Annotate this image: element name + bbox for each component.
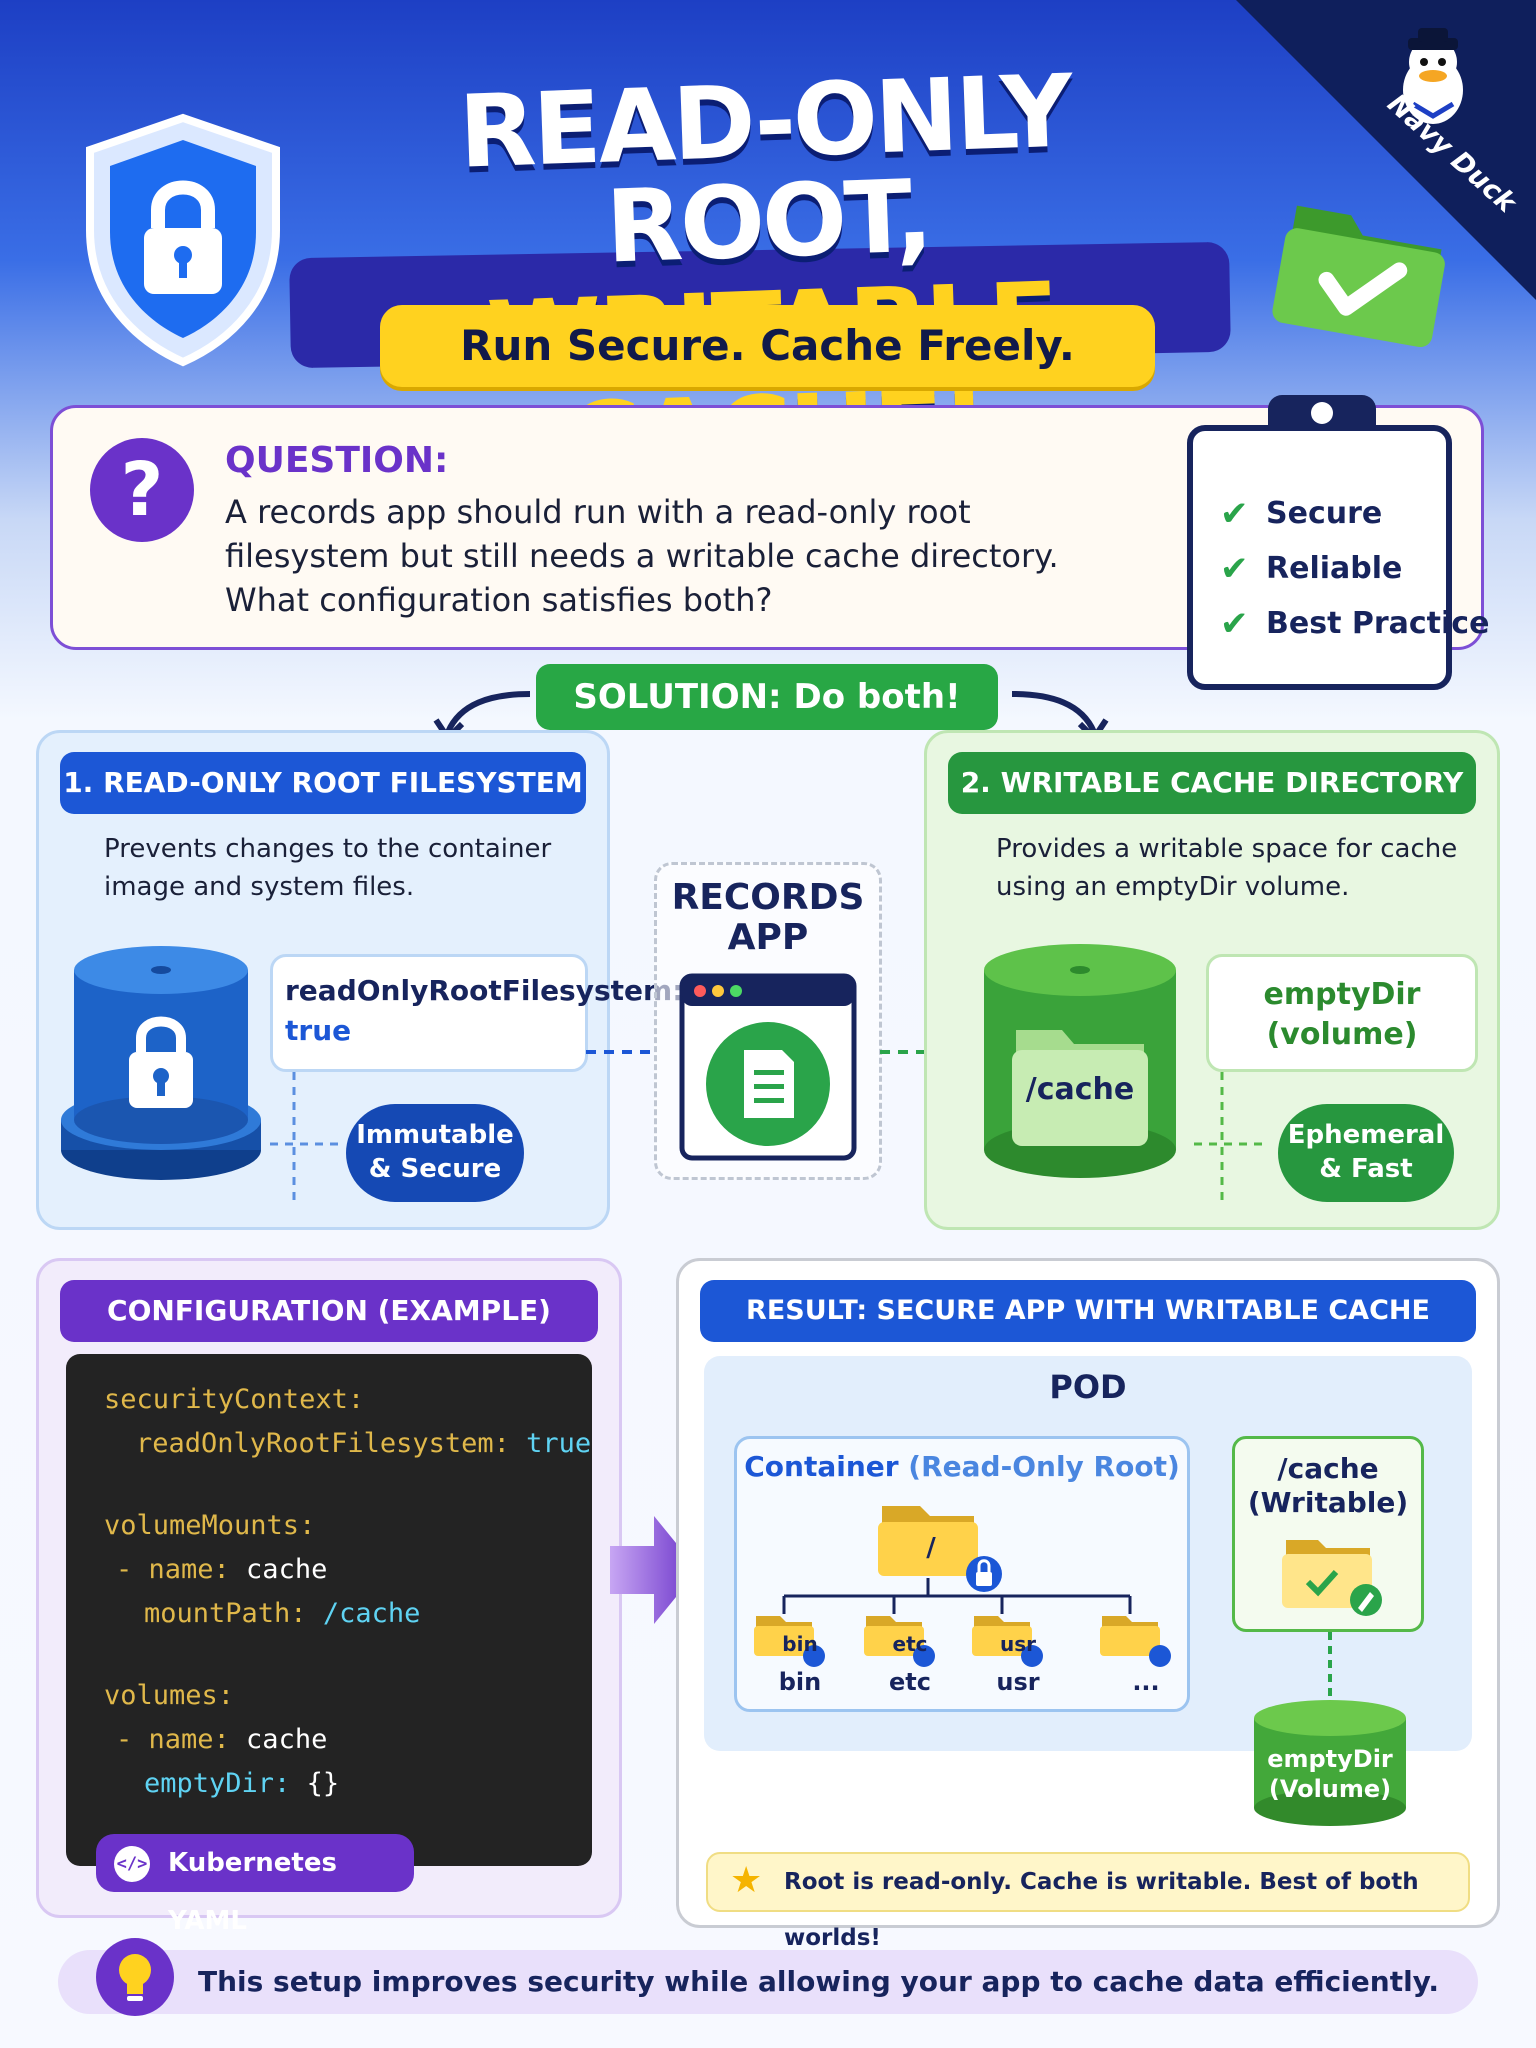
code-line: volumeMounts: [104, 1510, 316, 1541]
emptydir-volume-label: emptyDir (Volume) [1250, 1744, 1410, 1804]
volume-line: (Volume) [1268, 1775, 1392, 1803]
volume-line: emptyDir [1263, 977, 1421, 1012]
dir-label-etc: etc [889, 1668, 931, 1696]
title-line-1: READ-ONLY ROOT, [456, 52, 1073, 286]
folder-writable-icon [1282, 1540, 1382, 1616]
checklist-label: Best Practice [1266, 606, 1490, 641]
question-mark-icon: ? [90, 438, 194, 542]
pod-label: POD [1049, 1368, 1127, 1406]
emptydir-volume-icon [1254, 1700, 1406, 1826]
writable-cache-description: Provides a writable space for cache usin… [996, 830, 1486, 906]
code-icon: </> [114, 1846, 150, 1882]
check-icon: ✔ [1220, 603, 1249, 644]
code-line: emptyDir: {} [144, 1768, 340, 1799]
badge-line: & Fast [1319, 1154, 1413, 1184]
container-qualifier: (Read-Only Root) [908, 1450, 1180, 1483]
result-summary-banner: Root is read-only. Cache is writable. Be… [706, 1852, 1470, 1951]
volume-line: emptyDir [1267, 1745, 1393, 1773]
check-icon: ✔ [1220, 548, 1249, 589]
code-line: readOnlyRootFilesystem: true [136, 1428, 592, 1459]
configuration-heading: CONFIGURATION (EXAMPLE) [60, 1280, 598, 1342]
cache-line: (Writable) [1247, 1486, 1409, 1519]
folder-more-icon [1100, 1616, 1171, 1667]
read-only-root-heading: 1. READ-ONLY ROOT FILESYSTEM [60, 752, 586, 814]
records-app-title: RECORDS APP [654, 878, 882, 958]
cache-writable-label: /cache (Writable) [1232, 1452, 1424, 1520]
dashed-connector [270, 1072, 340, 1202]
folder-check-icon [1272, 205, 1445, 348]
dir-label-usr: usr [996, 1668, 1040, 1696]
question-label: QUESTION: [225, 440, 449, 481]
clipboard-checklist [1187, 425, 1452, 690]
cache-disk-icon [984, 944, 1176, 1178]
badge-line: Ephemeral [1287, 1120, 1445, 1150]
yaml-code-block: securityContext: readOnlyRootFilesystem:… [66, 1354, 592, 1866]
description-line: Prevents changes to the container [104, 834, 552, 864]
directory-tree [754, 1506, 1171, 1667]
emptydir-volume-box: emptyDir (volume) [1206, 954, 1478, 1072]
app-window-document-icon [679, 973, 857, 1161]
clipboard-clip-hole [1311, 402, 1333, 424]
description-line: using an emptyDir volume. [996, 872, 1350, 902]
locked-disk-icon [61, 946, 261, 1180]
folder-text: usr [999, 1632, 1036, 1656]
dashed-link-right [880, 1050, 960, 1054]
shield-lock-icon [86, 113, 280, 367]
solution-badge: SOLUTION: Do both! [536, 664, 998, 730]
cache-line: /cache [1277, 1452, 1379, 1485]
kubernetes-yaml-badge: Kubernetes YAML [96, 1834, 414, 1936]
container-name: Container [744, 1450, 899, 1483]
checklist: ✔ Secure ✔ Reliable ✔ Best Practice [1220, 486, 1489, 651]
cache-path-label: /cache [1025, 1072, 1135, 1107]
records-title-line: APP [727, 917, 809, 958]
code-line: volumes: [104, 1680, 235, 1711]
badge-line: & Secure [368, 1154, 502, 1184]
writable-cache-heading: 2. WRITABLE CACHE DIRECTORY [948, 752, 1476, 814]
immutable-secure-badge: Immutable & Secure [346, 1104, 524, 1202]
setting-value: true [285, 1014, 352, 1047]
checklist-item: ✔ Secure [1220, 486, 1489, 541]
records-title-line: RECORDS [671, 877, 865, 918]
subtitle-banner: Run Secure. Cache Freely. [380, 305, 1155, 387]
badge-line: Immutable [356, 1120, 514, 1150]
root-dir-label: / [926, 1533, 936, 1563]
dir-label-more: ... [1132, 1668, 1160, 1696]
checklist-item: ✔ Reliable [1220, 541, 1489, 596]
checklist-label: Reliable [1266, 551, 1403, 586]
code-line: - name: cache [116, 1724, 328, 1755]
lightbulb-icon [119, 1954, 151, 2001]
folder-etc-icon [864, 1616, 935, 1667]
checklist-item: ✔ Best Practice [1220, 596, 1489, 651]
folder-text: bin [782, 1632, 818, 1656]
duck-mascot-icon [1403, 28, 1463, 124]
setting-key: readOnlyRootFilesystem: [285, 974, 684, 1007]
star-icon: ★ [730, 1860, 763, 1901]
dir-label-bin: bin [778, 1668, 822, 1696]
folder-bin-icon [754, 1616, 825, 1667]
read-only-root-description: Prevents changes to the container image … [104, 830, 604, 906]
code-line: securityContext: [104, 1384, 365, 1415]
description-line: Provides a writable space for cache [996, 834, 1458, 864]
code-line: mountPath: /cache [144, 1598, 421, 1629]
question-text: A records app should run with a read-onl… [225, 493, 1059, 619]
folder-text: etc [892, 1632, 928, 1656]
code-line: - name: cache [116, 1554, 328, 1585]
checklist-label: Secure [1266, 496, 1383, 531]
read-only-setting-box: readOnlyRootFilesystem: true [270, 954, 684, 1072]
ephemeral-fast-badge: Ephemeral & Fast [1278, 1104, 1454, 1202]
description-line: image and system files. [104, 872, 415, 902]
container-label: Container (Read-Only Root) [734, 1450, 1190, 1483]
footer-tip: This setup improves security while allow… [58, 1950, 1478, 2014]
volume-line: (volume) [1266, 1017, 1418, 1052]
dashed-connector [1194, 1072, 1264, 1202]
check-icon: ✔ [1220, 493, 1249, 534]
folder-usr-icon [972, 1616, 1043, 1667]
dashed-link-left [586, 1050, 656, 1054]
result-heading: RESULT: SECURE APP WITH WRITABLE CACHE [700, 1280, 1476, 1342]
